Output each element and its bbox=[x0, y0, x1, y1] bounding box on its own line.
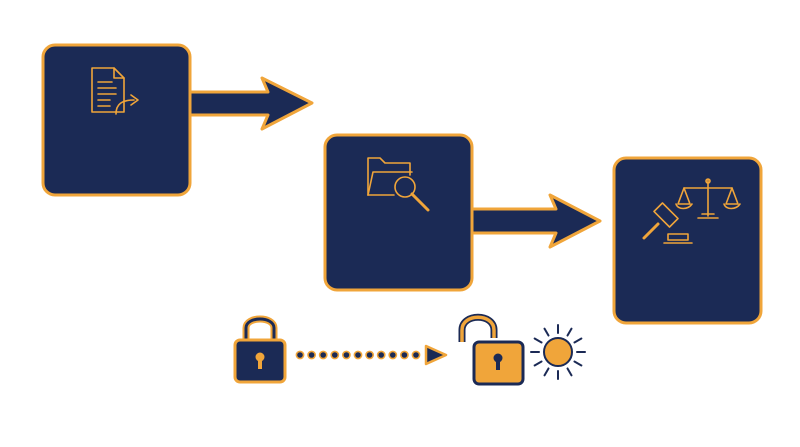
connector-dot bbox=[388, 350, 398, 360]
sun-icon bbox=[530, 324, 586, 380]
connector-dot bbox=[365, 350, 374, 360]
connector-dot bbox=[353, 350, 363, 360]
sun-ray bbox=[573, 360, 583, 367]
connector-arrow-2 bbox=[468, 193, 602, 249]
sun-ray bbox=[543, 367, 550, 377]
connector-dot bbox=[341, 350, 351, 360]
connector-dot bbox=[376, 350, 386, 360]
gavel-and-scales-icon bbox=[642, 178, 741, 244]
dotted-arrow bbox=[295, 344, 448, 366]
unlocked-padlock-icon bbox=[458, 313, 525, 386]
connector-dot bbox=[330, 350, 340, 360]
document-export-icon bbox=[91, 67, 139, 115]
connector-dot bbox=[399, 350, 409, 360]
sun-ray bbox=[543, 327, 550, 337]
locked-padlock-icon bbox=[233, 315, 287, 384]
sun-ray bbox=[533, 360, 543, 367]
sun-ray bbox=[566, 367, 573, 377]
sun-ray bbox=[566, 327, 573, 337]
step-1-box bbox=[41, 43, 192, 197]
step-3-box bbox=[612, 156, 763, 325]
sun-ray bbox=[533, 337, 543, 344]
folder-search-icon bbox=[367, 157, 430, 212]
connector-dot bbox=[307, 350, 316, 360]
step-2-box bbox=[323, 133, 474, 292]
connector-arrow-1 bbox=[184, 76, 314, 131]
connector-dot bbox=[411, 350, 421, 360]
connector-dot bbox=[295, 350, 305, 360]
connector-dot bbox=[318, 350, 328, 360]
sun-ray bbox=[573, 337, 583, 344]
